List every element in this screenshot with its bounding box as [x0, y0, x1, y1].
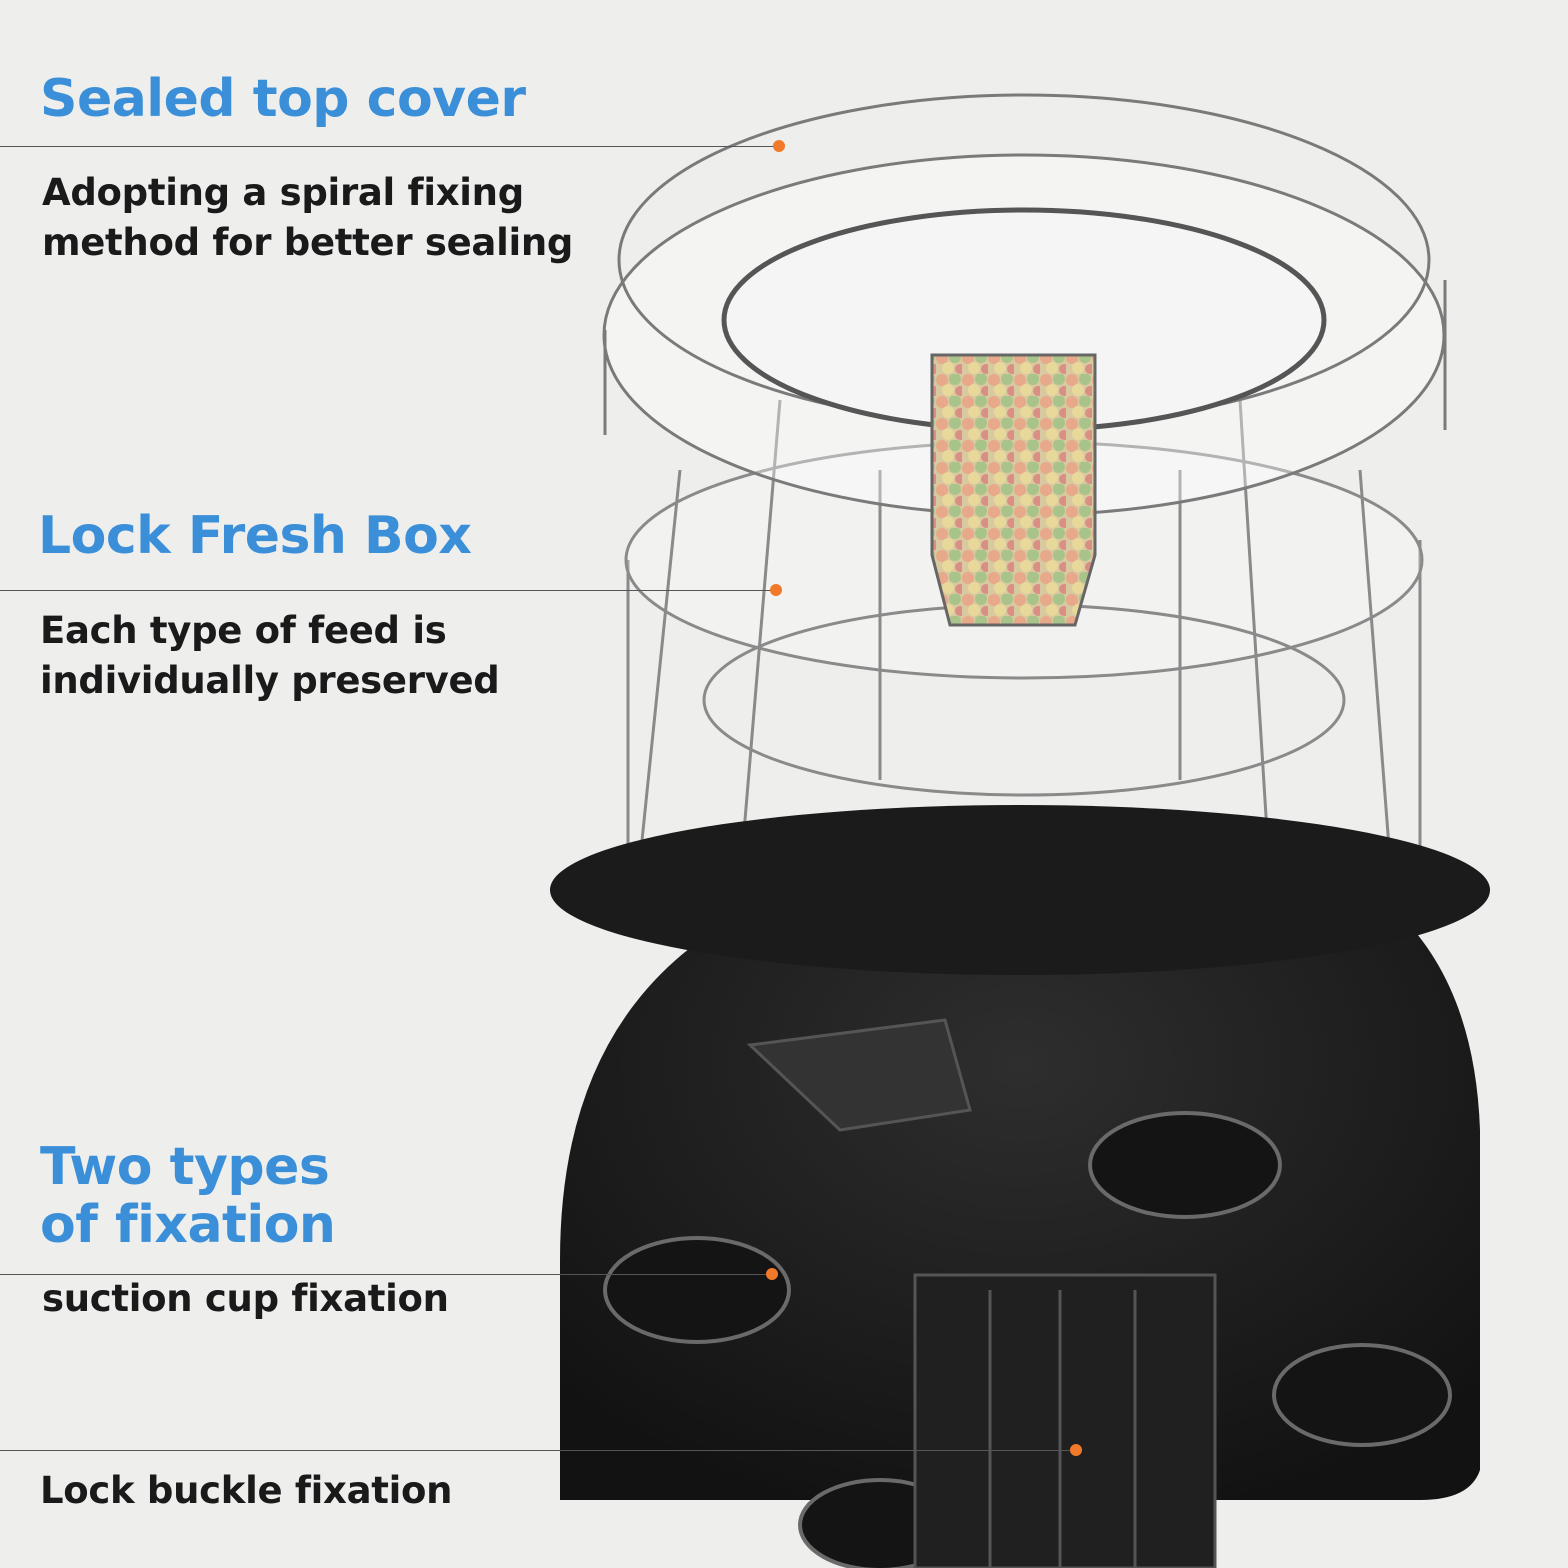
- callout-description-line: Each type of feed is: [40, 609, 447, 652]
- callout-heading-lock-fresh-box: Lock Fresh Box: [38, 506, 472, 566]
- callout-leader-line: [0, 1274, 768, 1275]
- callout-heading-fixation-line-1: Two types: [40, 1137, 330, 1197]
- callout-description-line: Lock buckle fixation: [40, 1469, 453, 1512]
- callout-marker-dot: [773, 140, 785, 152]
- callout-heading-fixation-line-2: of fixation: [40, 1195, 336, 1255]
- callout-marker-dot: [766, 1268, 778, 1280]
- callout-description-line: method for better sealing: [42, 221, 574, 264]
- callout-description-line: suction cup fixation: [42, 1277, 449, 1320]
- callout-description-line: individually preserved: [40, 659, 500, 702]
- callout-leader-line: [0, 590, 772, 591]
- callout-leader-line: [0, 146, 775, 147]
- callout-leader-line: [0, 1450, 1072, 1451]
- callout-marker-dot: [770, 584, 782, 596]
- top-cover: [602, 93, 1447, 517]
- callout-heading-sealed-top-cover: Sealed top cover: [40, 69, 526, 129]
- callout-description-line: Adopting a spiral fixing: [42, 171, 524, 214]
- base-unit: [550, 805, 1490, 1500]
- lock-buckle: [913, 1273, 1217, 1568]
- feed-compartment: [930, 353, 1097, 627]
- callout-marker-dot: [1070, 1444, 1082, 1456]
